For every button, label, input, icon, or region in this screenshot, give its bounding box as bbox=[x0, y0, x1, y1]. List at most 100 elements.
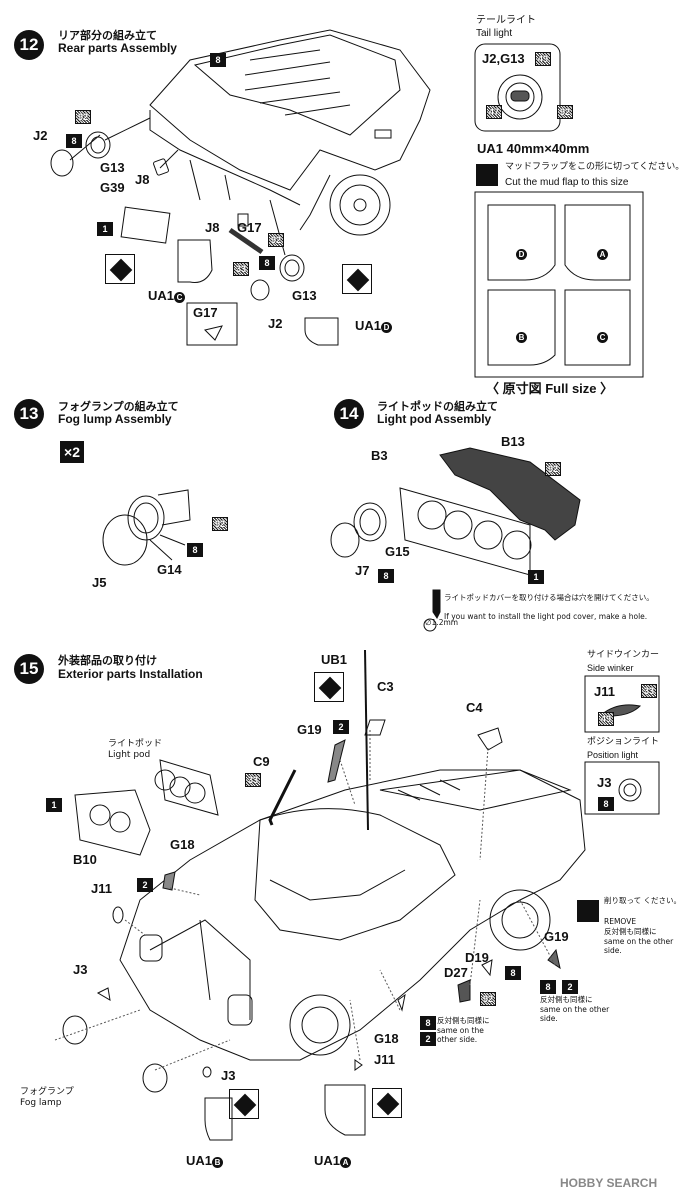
fog-paint-92: 92 bbox=[212, 517, 228, 531]
label-g39: G39 bbox=[100, 180, 125, 195]
label-g17-box: G17 bbox=[193, 305, 218, 320]
part-badge-8-g18: 8 bbox=[420, 1016, 436, 1030]
label-j7: J7 bbox=[355, 563, 370, 578]
g19-same-en: same on the other side. bbox=[540, 1005, 610, 1023]
step-13-number: 13 bbox=[14, 399, 44, 429]
foglamp-en: Fog lamp bbox=[20, 1098, 62, 1108]
position-light-part: J3 bbox=[597, 775, 612, 790]
quantity-x2: ×2 bbox=[60, 441, 84, 463]
side-winker-en: Side winker bbox=[587, 663, 634, 673]
label-g13-left: G13 bbox=[100, 160, 125, 175]
pod-part-8: 8 bbox=[378, 569, 394, 583]
taillight-paint-92: 92 bbox=[557, 105, 573, 119]
label-j2-right: J2 bbox=[268, 316, 283, 331]
mudflap-note-jp: マッドフラップをこの形に切ってください。 bbox=[505, 162, 685, 172]
step-14-title-en: Light pod Assembly bbox=[377, 412, 492, 426]
part-badge-8-g19: 8 bbox=[540, 980, 556, 994]
rear-car-drawing bbox=[69, 29, 431, 256]
step-15-number: 15 bbox=[14, 654, 44, 684]
taillight-parts: J2,G13 bbox=[482, 51, 525, 66]
wiper-paint-33: 33 bbox=[245, 773, 261, 787]
pod-part-1: 1 bbox=[528, 570, 544, 584]
label-j5: J5 bbox=[92, 575, 107, 590]
front-car-drawing bbox=[119, 649, 586, 1061]
label-j2-left: J2 bbox=[33, 128, 48, 143]
mudflap-title: UA1 40mm×40mm bbox=[477, 141, 590, 156]
g18-same-en: same on the other side. bbox=[437, 1026, 484, 1044]
cut-icon bbox=[476, 164, 498, 186]
mudflap-note-en: Cut the mud flap to this size bbox=[505, 177, 629, 188]
j2-lens-left bbox=[50, 149, 74, 177]
taillight-paint-47: 47 bbox=[486, 105, 502, 119]
label-g18-top: G18 bbox=[170, 837, 195, 852]
d27-paint-92: 92 bbox=[480, 992, 496, 1006]
part-badge-2-g19: 2 bbox=[562, 980, 578, 994]
label-g15: G15 bbox=[385, 544, 410, 559]
part-badge-2-top: 2 bbox=[333, 720, 349, 734]
flap-c: C bbox=[597, 332, 608, 343]
step-12-title-jp: リア部分の組み立て bbox=[58, 29, 157, 42]
part-badge-1: 1 bbox=[97, 222, 113, 236]
remove-note-en: REMOVE bbox=[604, 917, 637, 926]
decal-marker-ua1a bbox=[372, 1088, 402, 1118]
part-badge-8-right: 8 bbox=[259, 256, 275, 270]
foglamp-jp: フォグランプ bbox=[20, 1087, 74, 1097]
label-j3-bottom: J3 bbox=[221, 1068, 236, 1083]
label-g14: G14 bbox=[157, 562, 182, 577]
step-13-title-jp: フォグランプの組み立て bbox=[58, 400, 179, 413]
flap-a: A bbox=[597, 249, 608, 260]
part-badge-2-left: 2 bbox=[137, 878, 153, 892]
label-j8-top: J8 bbox=[135, 172, 150, 187]
remove-same-en: same on the other side. bbox=[604, 937, 674, 955]
flap-b: B bbox=[516, 332, 527, 343]
decal-marker-left bbox=[105, 254, 135, 284]
label-g19-right: G19 bbox=[544, 929, 569, 944]
label-d19: D19 bbox=[465, 950, 489, 965]
part-badge-2-g18: 2 bbox=[420, 1032, 436, 1046]
label-b13: B13 bbox=[501, 434, 525, 449]
paint-badge-33: 33 bbox=[233, 262, 249, 276]
label-g18-bottom: G18 bbox=[374, 1031, 399, 1046]
label-d27: D27 bbox=[444, 965, 468, 980]
label-g17: G17 bbox=[237, 220, 262, 235]
full-size-label: 〈 原寸図 Full size 〉 bbox=[486, 381, 614, 396]
taillight-title-jp: テールライト bbox=[476, 15, 536, 26]
pod-note-jp: ライトポッドカバーを取り付ける場合は穴を開けてください。 bbox=[444, 593, 654, 602]
drill-size: ∅1.2mm bbox=[425, 618, 459, 627]
label-j11-bottom: J11 bbox=[374, 1052, 395, 1067]
paint-badge-92: 92 bbox=[75, 110, 91, 124]
decal-marker-ua1b bbox=[229, 1089, 259, 1119]
label-c4: C4 bbox=[466, 700, 483, 715]
label-j11-left: J11 bbox=[91, 881, 112, 896]
label-j3-left: J3 bbox=[73, 962, 88, 977]
decal-marker-right bbox=[342, 264, 372, 294]
flap-d: D bbox=[516, 249, 527, 260]
step-13-title-en: Fog lump Assembly bbox=[58, 412, 172, 426]
label-c3: C3 bbox=[377, 679, 394, 694]
label-b10: B10 bbox=[73, 852, 97, 867]
taillight-paint-49: 49 bbox=[535, 52, 551, 66]
position-light-jp: ポジションライト bbox=[587, 737, 660, 747]
step-12-title-en: Rear parts Assembly bbox=[58, 41, 177, 55]
lightpod-en: Light pod bbox=[108, 750, 151, 760]
pod-paint-92: 92 bbox=[545, 462, 561, 476]
label-g19-top: G19 bbox=[297, 722, 322, 737]
part-badge-8: 8 bbox=[66, 134, 82, 148]
part-badge-8-d19: 8 bbox=[505, 966, 521, 980]
winker-paint-49: 49 bbox=[598, 712, 614, 726]
position-light-part-8: 8 bbox=[598, 797, 614, 811]
lightpod-jp: ライトポッド bbox=[108, 739, 163, 749]
g18-same-jp: 反対側も同様に bbox=[437, 1016, 490, 1025]
decal-marker-ub1 bbox=[314, 672, 344, 702]
fog-part-8: 8 bbox=[187, 543, 203, 557]
taillight-title-en: Tail light bbox=[476, 28, 513, 39]
part-badge-8-top: 8 bbox=[210, 53, 226, 67]
remove-cut-icon bbox=[577, 900, 599, 922]
g19-same-jp: 反対側も同様に bbox=[540, 995, 593, 1004]
label-j8-mid: J8 bbox=[205, 220, 220, 235]
